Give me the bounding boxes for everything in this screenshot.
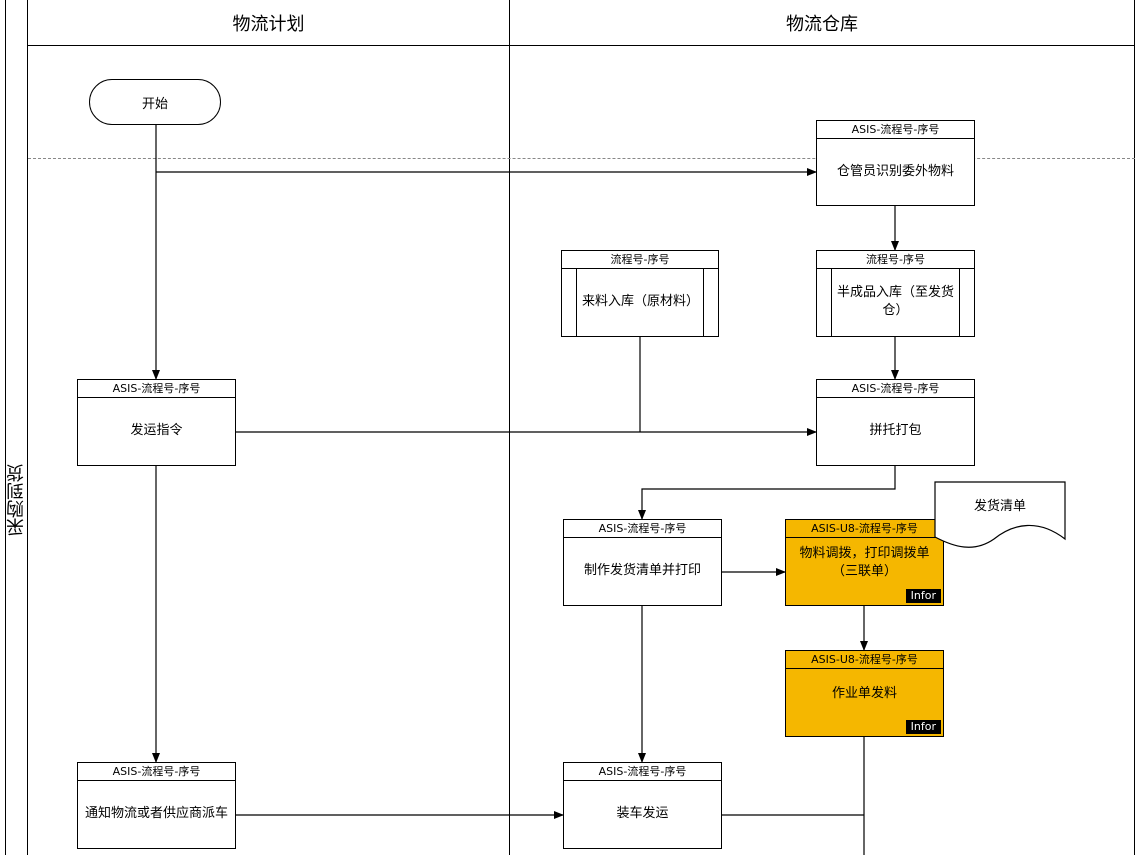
document-shape	[934, 481, 1066, 548]
lane-header-left: 物流计划	[28, 0, 509, 46]
subprocess-bar-left	[831, 268, 832, 336]
row-label-column	[0, 0, 28, 855]
document-label: 发货清单	[973, 499, 1026, 514]
outer-border	[0, 0, 6, 855]
process-text: 半成品入库（至发货仓）	[837, 285, 955, 318]
process-dispatch-order: ASIS-流程号-序号 发运指令	[77, 379, 236, 466]
document-shipping-list: 发货清单	[934, 481, 1066, 551]
process-header: ASIS-流程号-序号	[817, 121, 974, 139]
process-load: ASIS-流程号-序号 装车发运	[563, 762, 722, 849]
subprocess-bar-right	[703, 268, 704, 336]
process-identify: ASIS-流程号-序号 仓管员识别委外物料	[816, 120, 975, 206]
edge-pallet-list	[638, 466, 896, 520]
subprocess-bar-left	[576, 268, 577, 336]
subprocess-bar-right	[959, 268, 960, 336]
process-text: 物料调拨，打印调拨单（三联单）	[799, 546, 930, 579]
phase-separator	[28, 158, 1135, 159]
right-border	[1134, 0, 1135, 855]
subprocess-incoming: 流程号-序号 来料入库（原材料）	[561, 250, 719, 337]
process-text: 仓管员识别委外物料	[836, 163, 954, 179]
process-header: ASIS-流程号-序号	[78, 380, 235, 398]
process-header: 流程号-序号	[817, 251, 974, 269]
process-header: 流程号-序号	[562, 251, 718, 269]
process-text: 装车发运	[616, 806, 669, 821]
process-text: 通知物流或者供应商派车	[84, 806, 228, 821]
start-node: 开始	[89, 79, 221, 125]
process-header: ASIS-流程号-序号	[817, 380, 974, 398]
process-notify: ASIS-流程号-序号 通知物流或者供应商派车	[77, 762, 236, 849]
process-text: 制作发货清单并打印	[583, 563, 701, 578]
process-transfer: ASIS-U8-流程号-序号 物料调拨，打印调拨单（三联单） Infor	[785, 519, 944, 606]
process-header: ASIS-流程号-序号	[78, 763, 235, 781]
process-header: ASIS-U8-流程号-序号	[786, 651, 943, 669]
process-header: ASIS-流程号-序号	[564, 520, 721, 538]
infor-tag: Infor	[905, 720, 941, 734]
process-header: ASIS-流程号-序号	[564, 763, 721, 781]
lane-header-right: 物流仓库	[509, 0, 1135, 46]
process-palletize: ASIS-流程号-序号 拼托打包	[816, 379, 975, 466]
process-text: 拼托打包	[869, 423, 922, 438]
process-text: 发运指令	[130, 423, 183, 438]
process-header: ASIS-U8-流程号-序号	[786, 520, 943, 538]
lane-divider	[509, 0, 510, 855]
infor-tag: Infor	[905, 589, 941, 603]
process-text: 作业单发料	[831, 686, 897, 701]
process-make-list: ASIS-流程号-序号 制作发货清单并打印	[563, 519, 722, 606]
process-text: 来料入库（原材料）	[582, 294, 700, 309]
process-issue: ASIS-U8-流程号-序号 作业单发料 Infor	[785, 650, 944, 737]
subprocess-semi-finished: 流程号-序号 半成品入库（至发货仓）	[816, 250, 975, 337]
